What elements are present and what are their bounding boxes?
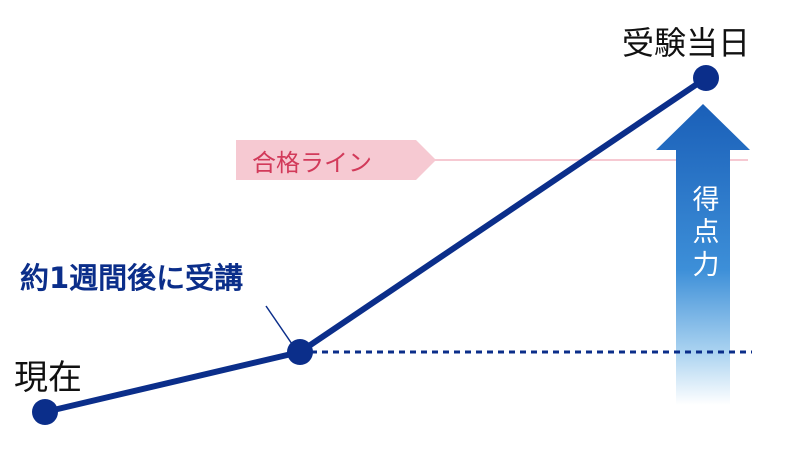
pass-line-tag (236, 140, 436, 180)
progress-line (44, 75, 708, 415)
score-arrow (656, 104, 750, 405)
score-label: 得 点 力 (688, 185, 724, 282)
point-now (32, 399, 58, 425)
point-after-week (287, 339, 313, 365)
score-char-1: 得 (692, 185, 720, 216)
pass-line-label: 合格ライン (252, 149, 372, 177)
callout-leader-line (265, 305, 293, 345)
score-char-2: 点 (692, 217, 720, 249)
after-week-label: 約1週間後に受講 (20, 261, 244, 295)
score-char-3: 力 (692, 249, 720, 281)
now-label: 現在 (14, 358, 82, 398)
point-exam-day (693, 65, 719, 91)
exam-day-label: 受験当日 (622, 24, 751, 62)
